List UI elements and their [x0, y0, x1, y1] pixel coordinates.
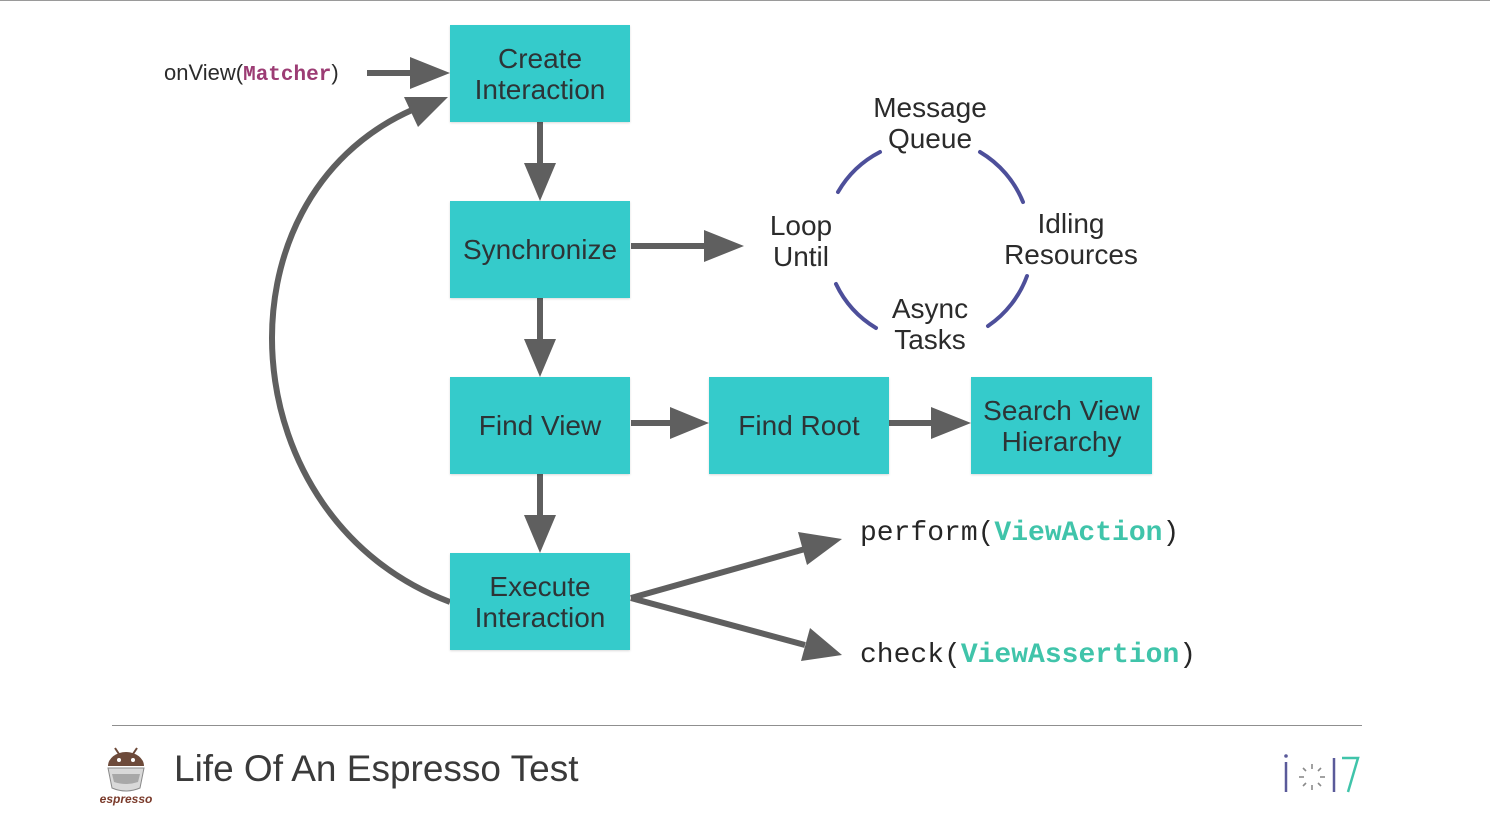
perform-prefix: perform( — [860, 518, 995, 549]
cycle-arc-bottom-left — [834, 282, 878, 330]
loop-until-label: Loop Until — [752, 210, 850, 272]
search-line-1: Search View — [983, 394, 1140, 426]
message-queue-label: Message Queue — [850, 92, 1010, 154]
page-title: Life Of An Espresso Test — [174, 748, 579, 789]
arrow-loop-back — [269, 107, 452, 605]
synchronize-label: Synchronize — [462, 234, 618, 265]
arrow-execute-to-perform — [630, 546, 806, 601]
io17-logo-icon — [1284, 754, 1360, 793]
check-arg: ViewAssertion — [960, 640, 1180, 671]
footer-divider — [112, 725, 1362, 726]
message-queue-line-1: Message — [873, 92, 987, 123]
search-line-2: Hierarchy — [1001, 425, 1122, 457]
execute-line-1: Execute — [489, 570, 591, 602]
onview-prefix: onView( — [164, 60, 244, 85]
perform-suffix: ) — [1162, 518, 1180, 549]
espresso-logo-icon — [107, 747, 145, 792]
cycle-arc-bottom-right — [986, 274, 1029, 328]
loop-line-2: Until — [772, 241, 829, 272]
check-suffix: ) — [1179, 640, 1197, 671]
idling-line-2: Resources — [1004, 239, 1138, 270]
async-line-1: Async — [891, 293, 969, 324]
async-line-2: Tasks — [894, 324, 966, 355]
arrow-execute-to-check — [630, 595, 806, 648]
idling-line-1: Idling — [1037, 208, 1105, 239]
onview-label: onView(Matcher) — [164, 60, 339, 87]
loop-line-1: Loop — [769, 210, 833, 241]
create-line-1: Create — [497, 42, 583, 74]
top-border — [0, 0, 1490, 1]
execute-line-2: Interaction — [474, 601, 606, 633]
perform-code: perform(ViewAction) — [860, 518, 1179, 549]
cycle-arc-top-right — [978, 150, 1025, 204]
message-queue-line-2: Queue — [887, 123, 973, 154]
find-root-label: Find Root — [738, 410, 860, 441]
onview-matcher: Matcher — [243, 64, 332, 87]
espresso-logo-text: espresso — [99, 792, 153, 806]
cycle-arc-top-left — [836, 150, 882, 194]
create-line-2: Interaction — [474, 73, 606, 105]
find-view-box: Find View — [450, 377, 630, 474]
synchronize-box: Synchronize — [450, 201, 630, 298]
perform-arg: ViewAction — [994, 518, 1163, 549]
async-tasks-label: Async Tasks — [862, 293, 998, 355]
find-root-box: Find Root — [709, 377, 889, 474]
idling-resources-label: Idling Resources — [996, 208, 1146, 270]
onview-suffix: ) — [331, 60, 339, 85]
check-code: check(ViewAssertion) — [860, 640, 1196, 671]
find-view-label: Find View — [478, 410, 602, 441]
check-prefix: check( — [860, 640, 961, 671]
